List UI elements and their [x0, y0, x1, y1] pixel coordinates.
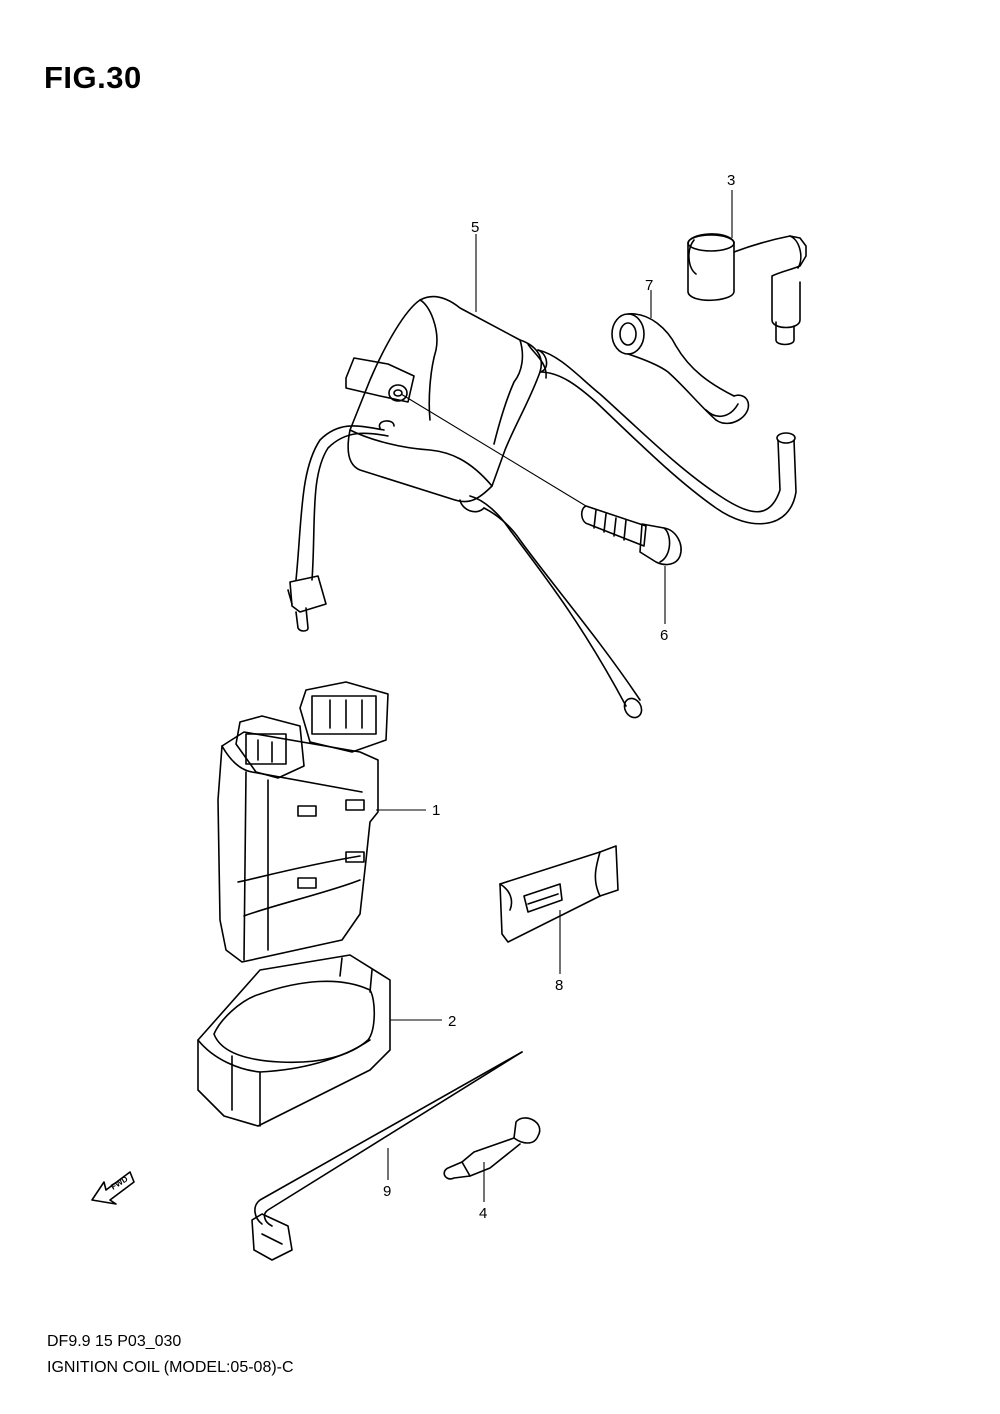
callout-8: 8 — [555, 977, 563, 994]
callout-6: 6 — [660, 627, 668, 644]
part-4-terminal-pin[interactable] — [443, 1117, 541, 1180]
fwd-arrow-label: FWD — [109, 1174, 129, 1191]
part-8-clip[interactable] — [499, 845, 619, 943]
part-1-cdi-unit[interactable] — [217, 681, 389, 963]
part-9-wire-connector[interactable] — [251, 1051, 523, 1261]
diagram-code: DF9.9 15 P03_030 — [47, 1333, 182, 1350]
part-3-spark-plug-cap[interactable] — [687, 233, 807, 346]
callout-leaders — [376, 190, 733, 1202]
callout-7: 7 — [645, 277, 653, 294]
callout-9: 9 — [383, 1183, 391, 1200]
fwd-arrow-icon: FWD — [91, 1171, 135, 1205]
callout-4: 4 — [479, 1205, 487, 1222]
callout-3: 3 — [727, 172, 735, 189]
part-6-bolt[interactable] — [580, 505, 682, 566]
callout-5: 5 — [471, 219, 479, 236]
callout-2: 2 — [448, 1013, 456, 1030]
part-5-ignition-coil[interactable] — [287, 295, 797, 721]
part-7-rubber-boot[interactable] — [611, 313, 750, 425]
callout-1: 1 — [432, 802, 440, 819]
figure-title: FIG.30 — [44, 60, 142, 95]
part-2-cdi-holder[interactable] — [197, 954, 391, 1127]
diagram-caption: IGNITION COIL (MODEL:05-08)-C — [47, 1359, 294, 1376]
